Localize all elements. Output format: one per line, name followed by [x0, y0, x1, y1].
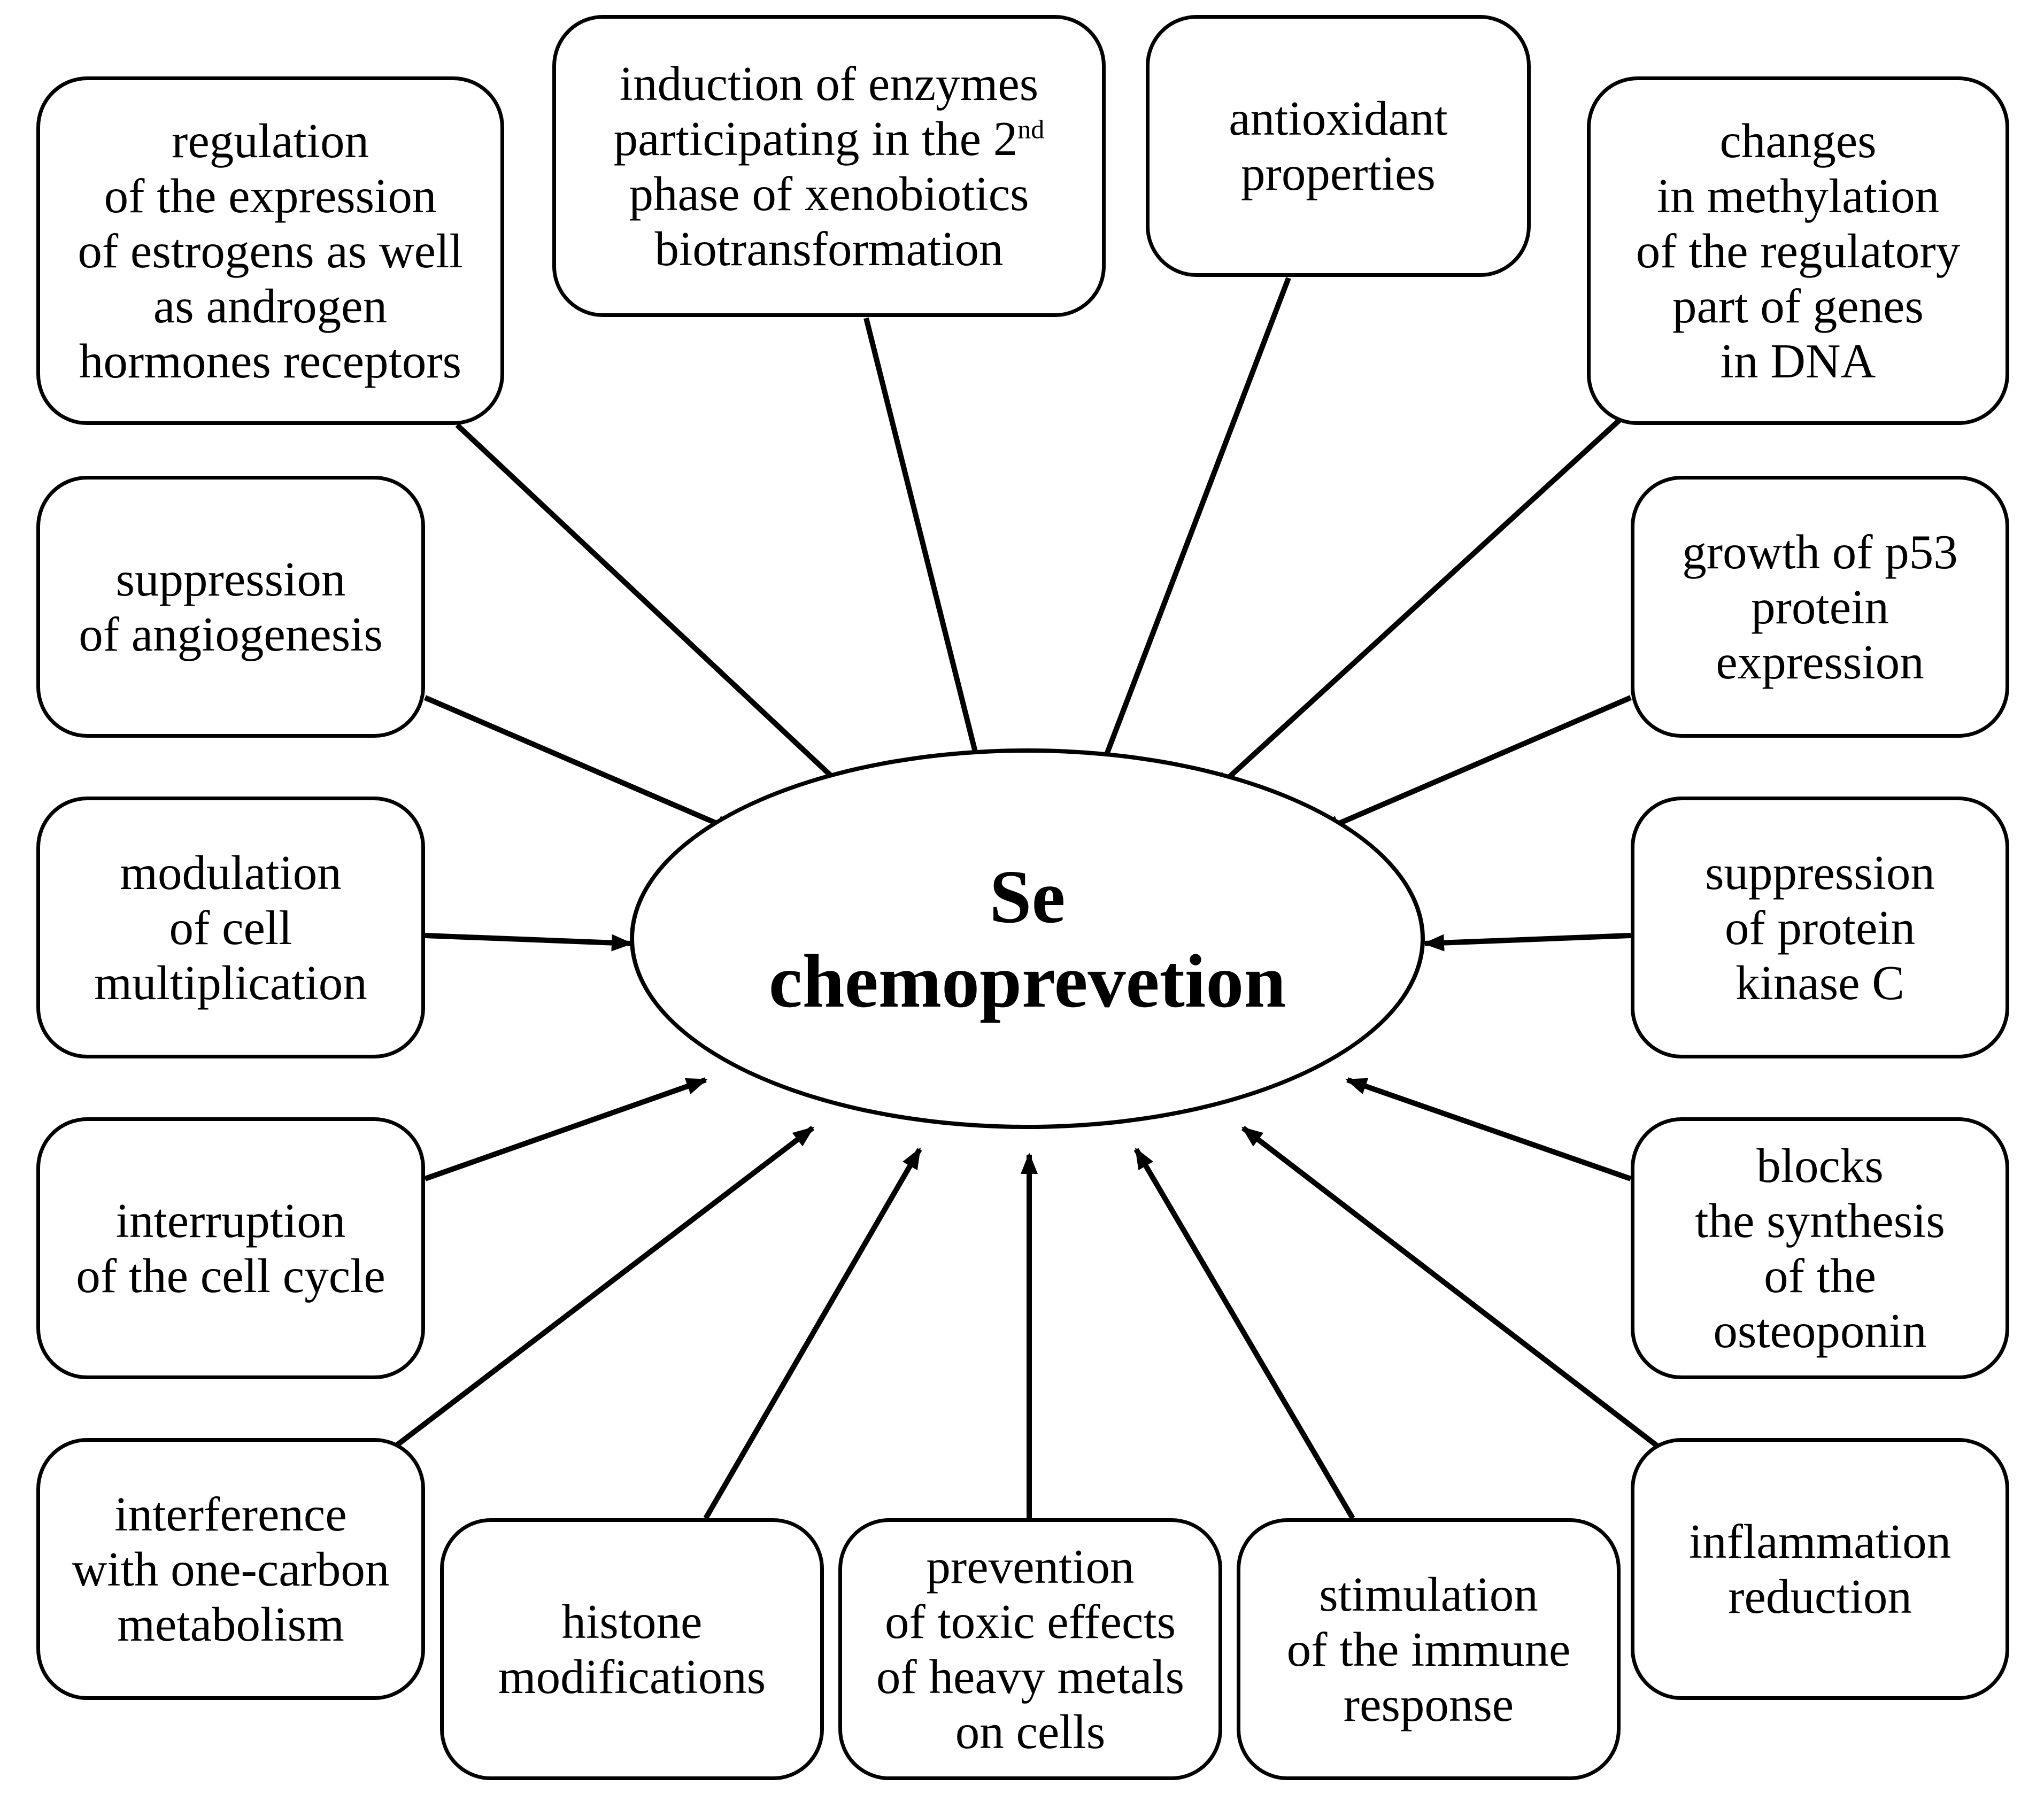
arrow-cell-cycle — [424, 1077, 708, 1181]
box-line: inflammation — [1688, 1514, 1952, 1568]
arrow-cell-multiplication — [425, 933, 633, 952]
box-line: response — [1343, 1677, 1514, 1732]
box-line: multiplication — [94, 955, 367, 1010]
box-antioxidant: antioxidant properties — [1146, 15, 1531, 277]
arrow-inflammation — [1241, 1126, 1660, 1448]
center-node-se-chemoprevention: Se chemoprevetion — [630, 748, 1425, 1129]
box-line: antioxidant — [1229, 91, 1448, 145]
box-line: of the expression — [104, 168, 437, 223]
box-line: of the cell cycle — [76, 1249, 385, 1303]
center-title-line-2: chemoprevetion — [768, 939, 1286, 1023]
center-title-line-1: Se — [989, 854, 1066, 939]
arrow-dna-methylation — [1212, 418, 1622, 793]
arrow-osteoponin — [1345, 1077, 1632, 1181]
box-immune: stimulation of the immune response — [1237, 1518, 1621, 1780]
box-line: of toxic effects — [884, 1595, 1176, 1649]
box-line: part of genes — [1672, 279, 1924, 333]
box-line: metabolism — [117, 1597, 344, 1651]
box-estrogen-receptors: regulation of the expression of estrogen… — [36, 76, 504, 425]
box-inflammation: inflammation reduction — [1631, 1438, 2009, 1700]
box-cell-multiplication: modulation of cell multiplication — [36, 797, 425, 1058]
box-line: of angiogenesis — [79, 607, 383, 661]
box-line: of heavy metals — [876, 1650, 1185, 1704]
box-line: biotransformation — [654, 221, 1004, 276]
box-line: of estrogens as well — [78, 223, 463, 278]
box-line: blocks — [1756, 1139, 1884, 1193]
box-line: the synthesis — [1695, 1194, 1945, 1248]
box-line: induction of enzymes — [619, 56, 1039, 111]
box-line: as androgen — [153, 279, 388, 333]
superscript: nd — [1017, 114, 1045, 144]
box-line: of the immune — [1286, 1622, 1571, 1676]
box-line-main: participating in the 2 — [613, 111, 1018, 166]
arrow-protein-kinase — [1423, 933, 1631, 952]
box-line: changes — [1719, 113, 1877, 168]
box-one-carbon: interference with one-carbon metabolism — [36, 1438, 425, 1700]
arrow-enzyme-induction — [863, 317, 985, 777]
box-line: prevention — [926, 1540, 1135, 1594]
box-line: hormones receptors — [79, 334, 462, 388]
box-dna-methylation: changes in methylation of the regulatory… — [1587, 76, 2009, 425]
arrow-histone — [703, 1147, 922, 1520]
box-cell-cycle: interruption of the cell cycle — [36, 1117, 425, 1379]
box-line: kinase C — [1736, 955, 1904, 1010]
box-histone: histone modifications — [440, 1518, 824, 1780]
arrow-antioxidant — [1096, 277, 1291, 777]
box-line: in methylation — [1656, 168, 1940, 223]
box-line: properties — [1241, 146, 1436, 200]
box-line: interruption — [115, 1194, 346, 1248]
box-line: modulation — [120, 845, 342, 900]
box-line: modifications — [498, 1650, 766, 1704]
box-line: suppression — [115, 552, 346, 606]
box-line: stimulation — [1319, 1567, 1538, 1621]
box-line: on cells — [955, 1705, 1106, 1759]
box-angiogenesis: suppression of angiogenesis — [36, 476, 425, 738]
box-line: growth of p53 — [1682, 524, 1958, 579]
box-line: of the regulatory — [1636, 223, 1961, 278]
box-line: suppression — [1705, 845, 1935, 900]
box-protein-kinase: suppression of protein kinase C — [1631, 797, 2009, 1058]
box-heavy-metals: prevention of toxic effects of heavy met… — [838, 1518, 1222, 1780]
box-line: expression — [1716, 635, 1924, 689]
box-line: histone — [561, 1595, 703, 1649]
box-line: osteoponin — [1713, 1304, 1927, 1358]
box-enzyme-induction: induction of enzymes participating in th… — [552, 15, 1106, 317]
box-line: participating in the 2nd — [614, 111, 1045, 166]
box-osteoponin: blocks the synthesis of the osteoponin — [1631, 1117, 2009, 1379]
box-line: interference — [114, 1487, 347, 1541]
box-line: of the — [1764, 1249, 1876, 1303]
arrow-angiogenesis — [424, 695, 737, 834]
box-line: in DNA — [1720, 334, 1876, 388]
arrow-p53 — [1318, 695, 1632, 834]
box-line: phase of xenobiotics — [629, 166, 1029, 221]
arrow-estrogen-receptors — [455, 423, 850, 793]
box-line: regulation — [172, 113, 369, 168]
box-line: of protein — [1724, 900, 1916, 955]
box-line: of cell — [169, 900, 292, 955]
box-line: with one-carbon — [72, 1542, 390, 1596]
box-line: protein — [1751, 579, 1889, 634]
box-p53: growth of p53 protein expression — [1631, 476, 2009, 738]
arrow-immune — [1133, 1147, 1355, 1520]
box-line: reduction — [1728, 1570, 1912, 1624]
arrow-one-carbon — [394, 1126, 815, 1448]
